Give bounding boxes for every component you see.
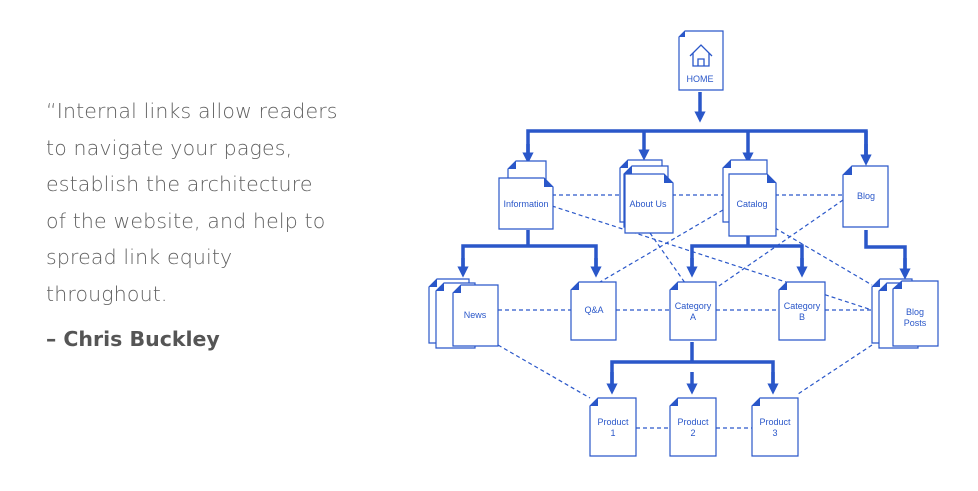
blog-posts-label-line2: Posts: [904, 318, 927, 328]
house-icon: [689, 44, 713, 67]
link-blogposts-product3: [797, 344, 873, 395]
link-catalog-qa: [599, 209, 724, 283]
quote-line: establish the architecture: [46, 172, 313, 197]
node-category-a: Category A: [669, 281, 717, 341]
node-blog-posts: Blog Posts: [871, 278, 939, 349]
product-3-label-line1: Product: [759, 417, 791, 427]
node-blog: Blog: [842, 165, 889, 228]
information-label: Information: [503, 199, 548, 209]
node-product-2: Product 2: [669, 397, 717, 457]
quote-author: – Chris Buckley: [46, 327, 220, 351]
node-home: HOME: [678, 30, 724, 91]
category-b-label-line1: Category: [784, 301, 821, 311]
node-information: Information: [498, 160, 554, 230]
category-b-label-line2: B: [799, 312, 805, 322]
quote-line: of the website, and help to: [46, 208, 326, 233]
node-qa: Q&A: [570, 281, 617, 341]
node-about-us: About Us: [619, 159, 674, 234]
product-2-label-line1: Product: [677, 417, 709, 427]
node-catalog: Catalog: [722, 159, 777, 237]
product-1-label-line1: Product: [597, 417, 629, 427]
quote-line: spread link equity: [46, 245, 233, 270]
product-1-label-line2: 1: [610, 428, 615, 438]
product-2-label-line2: 2: [690, 428, 695, 438]
quote-line: throughout.: [46, 281, 168, 306]
node-product-1: Product 1: [589, 397, 637, 457]
link-aboutus-categorya: [649, 232, 691, 291]
hierarchy-connectors: [457, 92, 911, 395]
quote-line: “Internal links allow readers: [46, 99, 338, 123]
link-blog-categorya: [715, 199, 844, 289]
category-a-label-line2: A: [690, 312, 696, 322]
link-news-product1: [497, 344, 591, 399]
node-category-b: Category B: [778, 281, 826, 341]
quote-line: to navigate your pages,: [46, 135, 293, 160]
quote-text: “Internal links allow readers to navigat…: [46, 93, 386, 313]
news-label: News: [464, 310, 487, 320]
qa-label: Q&A: [584, 305, 603, 315]
product-3-label-line2: 3: [772, 428, 777, 438]
blog-posts-label-line1: Blog: [906, 307, 924, 317]
catalog-label: Catalog: [736, 199, 767, 209]
blog-label: Blog: [857, 191, 875, 201]
category-a-label-line1: Category: [675, 301, 712, 311]
node-news: News: [428, 278, 499, 349]
node-product-3: Product 3: [751, 397, 799, 457]
home-label: HOME: [687, 74, 714, 84]
link-catalog-blogposts: [774, 227, 873, 286]
about-us-label: About Us: [629, 199, 667, 209]
